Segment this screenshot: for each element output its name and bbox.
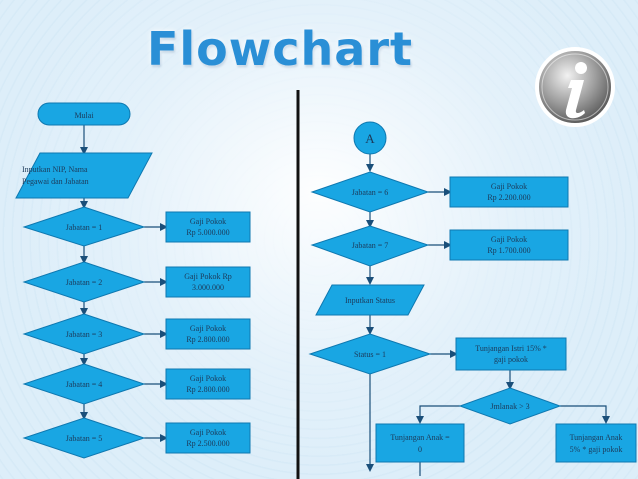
output-gaji-1-line1: Gaji Pokok	[190, 217, 226, 226]
decision-jabatan-5-label: Jabatan = 5	[66, 434, 103, 443]
decision-jabatan-3-label: Jabatan = 3	[66, 330, 103, 339]
input-nip-shape	[15, 152, 153, 199]
decision-jabatan-4-label: Jabatan = 4	[66, 380, 103, 389]
connectors	[80, 125, 610, 476]
tunjangan-istri-line1: Tunjangan Istri 15% *	[475, 344, 546, 353]
decision-jabatan-3	[22, 313, 146, 355]
input-status-label: Inputkan Status	[345, 296, 395, 305]
decision-jabatan-6-label: Jabatan = 6	[352, 188, 389, 197]
decision-jmlanak-label: Jmlanak > 3	[490, 402, 529, 411]
info-icon	[535, 47, 615, 127]
output-gaji-3-line1: Gaji Pokok	[190, 324, 226, 333]
nodes: Mulai Inputkan NIP, Nama Pegawai dan Jab…	[15, 102, 637, 463]
tunjangan-anak-5-line1: Tunjangan Anak	[570, 433, 623, 442]
mulai-terminator	[37, 102, 131, 126]
decision-jabatan-1-label: Jabatan = 1	[66, 223, 103, 232]
output-gaji-1-line2: Rp 5.000.000	[186, 228, 229, 237]
tunjangan-anak-0-line2: 0	[418, 445, 422, 454]
decision-jabatan-2	[22, 261, 146, 303]
input-nip-label-1: Inputkan NIP, Nama	[22, 165, 88, 174]
process-tunjangan-anak-0	[375, 423, 465, 463]
decision-status-label: Status = 1	[354, 350, 386, 359]
input-nip-label-2: Pegawai dan Jabatan	[22, 177, 89, 186]
edge-jmlanak-yes	[560, 405, 610, 424]
decision-status	[308, 333, 432, 375]
output-gaji-6	[449, 176, 569, 208]
mulai-label: Mulai	[74, 111, 94, 120]
output-gaji-3-line2: Rp 2.800.000	[186, 335, 229, 344]
decision-jabatan-5	[22, 417, 146, 459]
edge-jmlanak-no	[416, 405, 460, 424]
decision-jabatan-7	[310, 225, 430, 267]
tunjangan-anak-0-line1: Tunjangan Anak =	[390, 433, 450, 442]
output-gaji-2	[165, 266, 251, 298]
decision-jabatan-1	[22, 206, 146, 247]
output-gaji-7-line1: Gaji Pokok	[491, 235, 527, 244]
output-gaji-6-line2: Rp 2.200.000	[487, 193, 530, 202]
page-title: Flowchart	[146, 22, 414, 76]
input-status-shape	[315, 284, 425, 316]
output-gaji-5-line1: Gaji Pokok	[190, 428, 226, 437]
process-tunjangan-istri	[455, 337, 567, 371]
output-gaji-7-line2: Rp 1.700.000	[487, 246, 530, 255]
decision-jabatan-4	[22, 363, 146, 405]
output-gaji-3	[165, 318, 251, 350]
output-gaji-1	[165, 211, 251, 243]
connector-a-label: A	[365, 131, 375, 146]
output-gaji-4-line1: Gaji Pokok	[190, 374, 226, 383]
decision-jabatan-2-label: Jabatan = 2	[66, 278, 103, 287]
tunjangan-anak-5-line2: 5% * gaji pokok	[570, 445, 623, 454]
output-gaji-4-line2: Rp 2.800.000	[186, 385, 229, 394]
decision-jmlanak	[458, 387, 562, 425]
process-tunjangan-anak-5	[555, 423, 637, 463]
tunjangan-istri-line2: gaji pokok	[494, 355, 528, 364]
output-gaji-5	[165, 422, 251, 454]
output-gaji-4	[165, 368, 251, 400]
output-gaji-5-line2: Rp 2.500.000	[186, 439, 229, 448]
decision-jabatan-7-label: Jabatan = 7	[352, 241, 389, 250]
decision-jabatan-6	[310, 171, 430, 213]
output-gaji-2-line1: Gaji Pokok Rp	[184, 272, 232, 281]
output-gaji-7	[449, 229, 569, 261]
output-gaji-2-line2: 3.000.000	[192, 283, 224, 292]
output-gaji-6-line1: Gaji Pokok	[491, 182, 527, 191]
connector-a	[353, 121, 387, 155]
